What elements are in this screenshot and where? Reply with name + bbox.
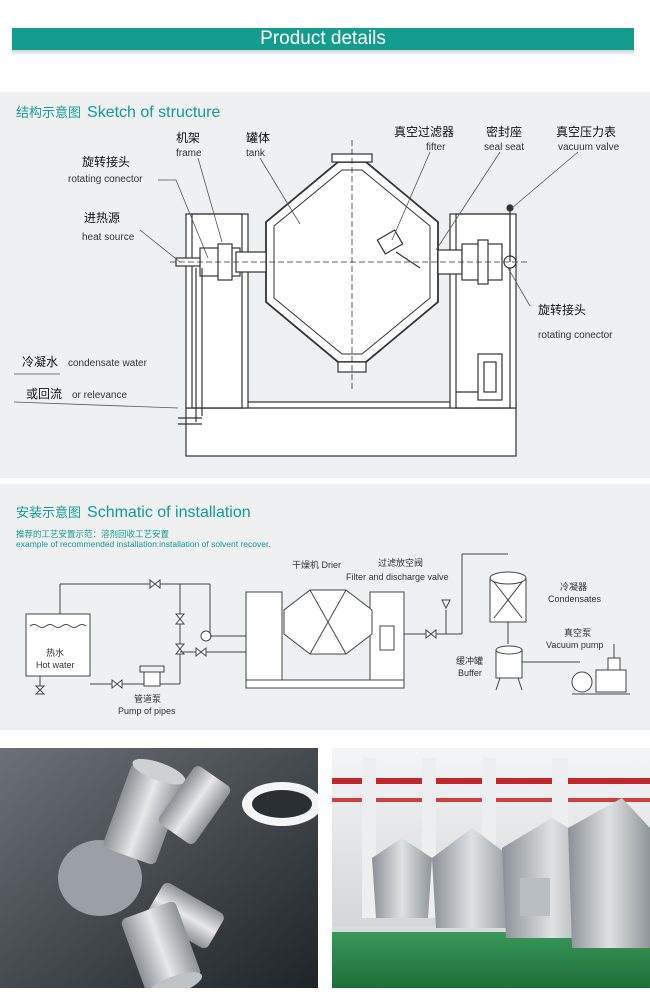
label-pump-en: Pump of pipes: [118, 706, 176, 716]
label-tank-cn: 罐体: [246, 131, 270, 145]
label-filter-cn: 真空过滤器: [394, 125, 454, 139]
photo-vacuum-filters: [0, 748, 318, 988]
banner-shadow: [12, 50, 634, 56]
label-filter-valve-cn: 过滤放空阀: [378, 557, 423, 568]
label-frame-en: frame: [176, 148, 202, 159]
label-vac-en: vacuum valve: [558, 142, 620, 153]
photo-factory-dryers: [332, 748, 650, 988]
banner-title: Product details: [260, 28, 386, 49]
label-rotl-en: rotating conector: [68, 174, 143, 185]
label-vacuum-pump-cn: 真空泵: [564, 627, 591, 638]
installation-title-en: Schmatic of installation: [87, 504, 251, 521]
label-rotr-en: rotating conector: [538, 330, 613, 341]
installation-note-cn: 推荐的工艺安置示范：溶剂回收工艺安置: [16, 529, 170, 539]
label-drier: 干燥机 Drier: [292, 559, 341, 570]
label-hot-water-cn: 热水: [46, 647, 64, 658]
label-hot-water-en: Hot water: [36, 660, 75, 670]
label-condenser-cn: 冷凝器: [560, 581, 587, 592]
label-rotl-cn: 旋转接头: [82, 154, 130, 169]
label-cond-cn: 冷凝水: [22, 354, 58, 369]
label-heat-en: heat source: [82, 232, 135, 243]
label-rel-cn: 或回流: [26, 387, 62, 401]
installation-note-en: example of recommended installation:inst…: [16, 539, 271, 549]
structure-panel: 结构示意图 Sketch of structure: [0, 92, 650, 478]
structure-sketch: 机架 frame 罐体 tank 真空过滤器 fifter 密封座 seal s…: [13, 124, 620, 457]
label-buffer-cn: 缓冲罐: [456, 655, 483, 666]
label-filter-en: fifter: [426, 142, 446, 153]
label-seal-en: seal seat: [484, 142, 524, 153]
installation-schematic: 干燥机 Drier 过滤放空阀 Filter and discharge val…: [25, 553, 630, 716]
product-details-banner: Product details: [12, 28, 634, 50]
installation-panel: 安装示意图 Schmatic of installation 推荐的工艺安置示范：…: [0, 484, 650, 730]
label-rel-en: or relevance: [72, 390, 127, 401]
label-filter-valve-en: Filter and discharge valve: [346, 572, 449, 582]
installation-title: 安装示意图 Schmatic of installation: [16, 502, 251, 522]
label-buffer-en: Buffer: [458, 668, 482, 678]
label-seal-cn: 密封座: [486, 124, 522, 139]
installation-title-cn: 安装示意图: [16, 505, 82, 520]
label-condenser-en: Condensates: [548, 594, 602, 604]
label-vacuum-pump-en: Vacuum pump: [546, 640, 603, 650]
label-tank-en: tank: [246, 148, 266, 159]
label-frame-cn: 机架: [176, 131, 200, 145]
structure-title-cn: 结构示意图: [16, 105, 82, 120]
label-pump-cn: 管道泵: [134, 693, 161, 704]
label-heat-cn: 进热源: [84, 211, 120, 225]
label-rotr-cn: 旋转接头: [538, 302, 586, 317]
structure-title-en: Sketch of structure: [87, 104, 221, 121]
structure-title: 结构示意图 Sketch of structure: [16, 102, 220, 122]
label-vac-cn: 真空压力表: [556, 125, 616, 139]
label-cond-en: condensate water: [68, 358, 148, 369]
